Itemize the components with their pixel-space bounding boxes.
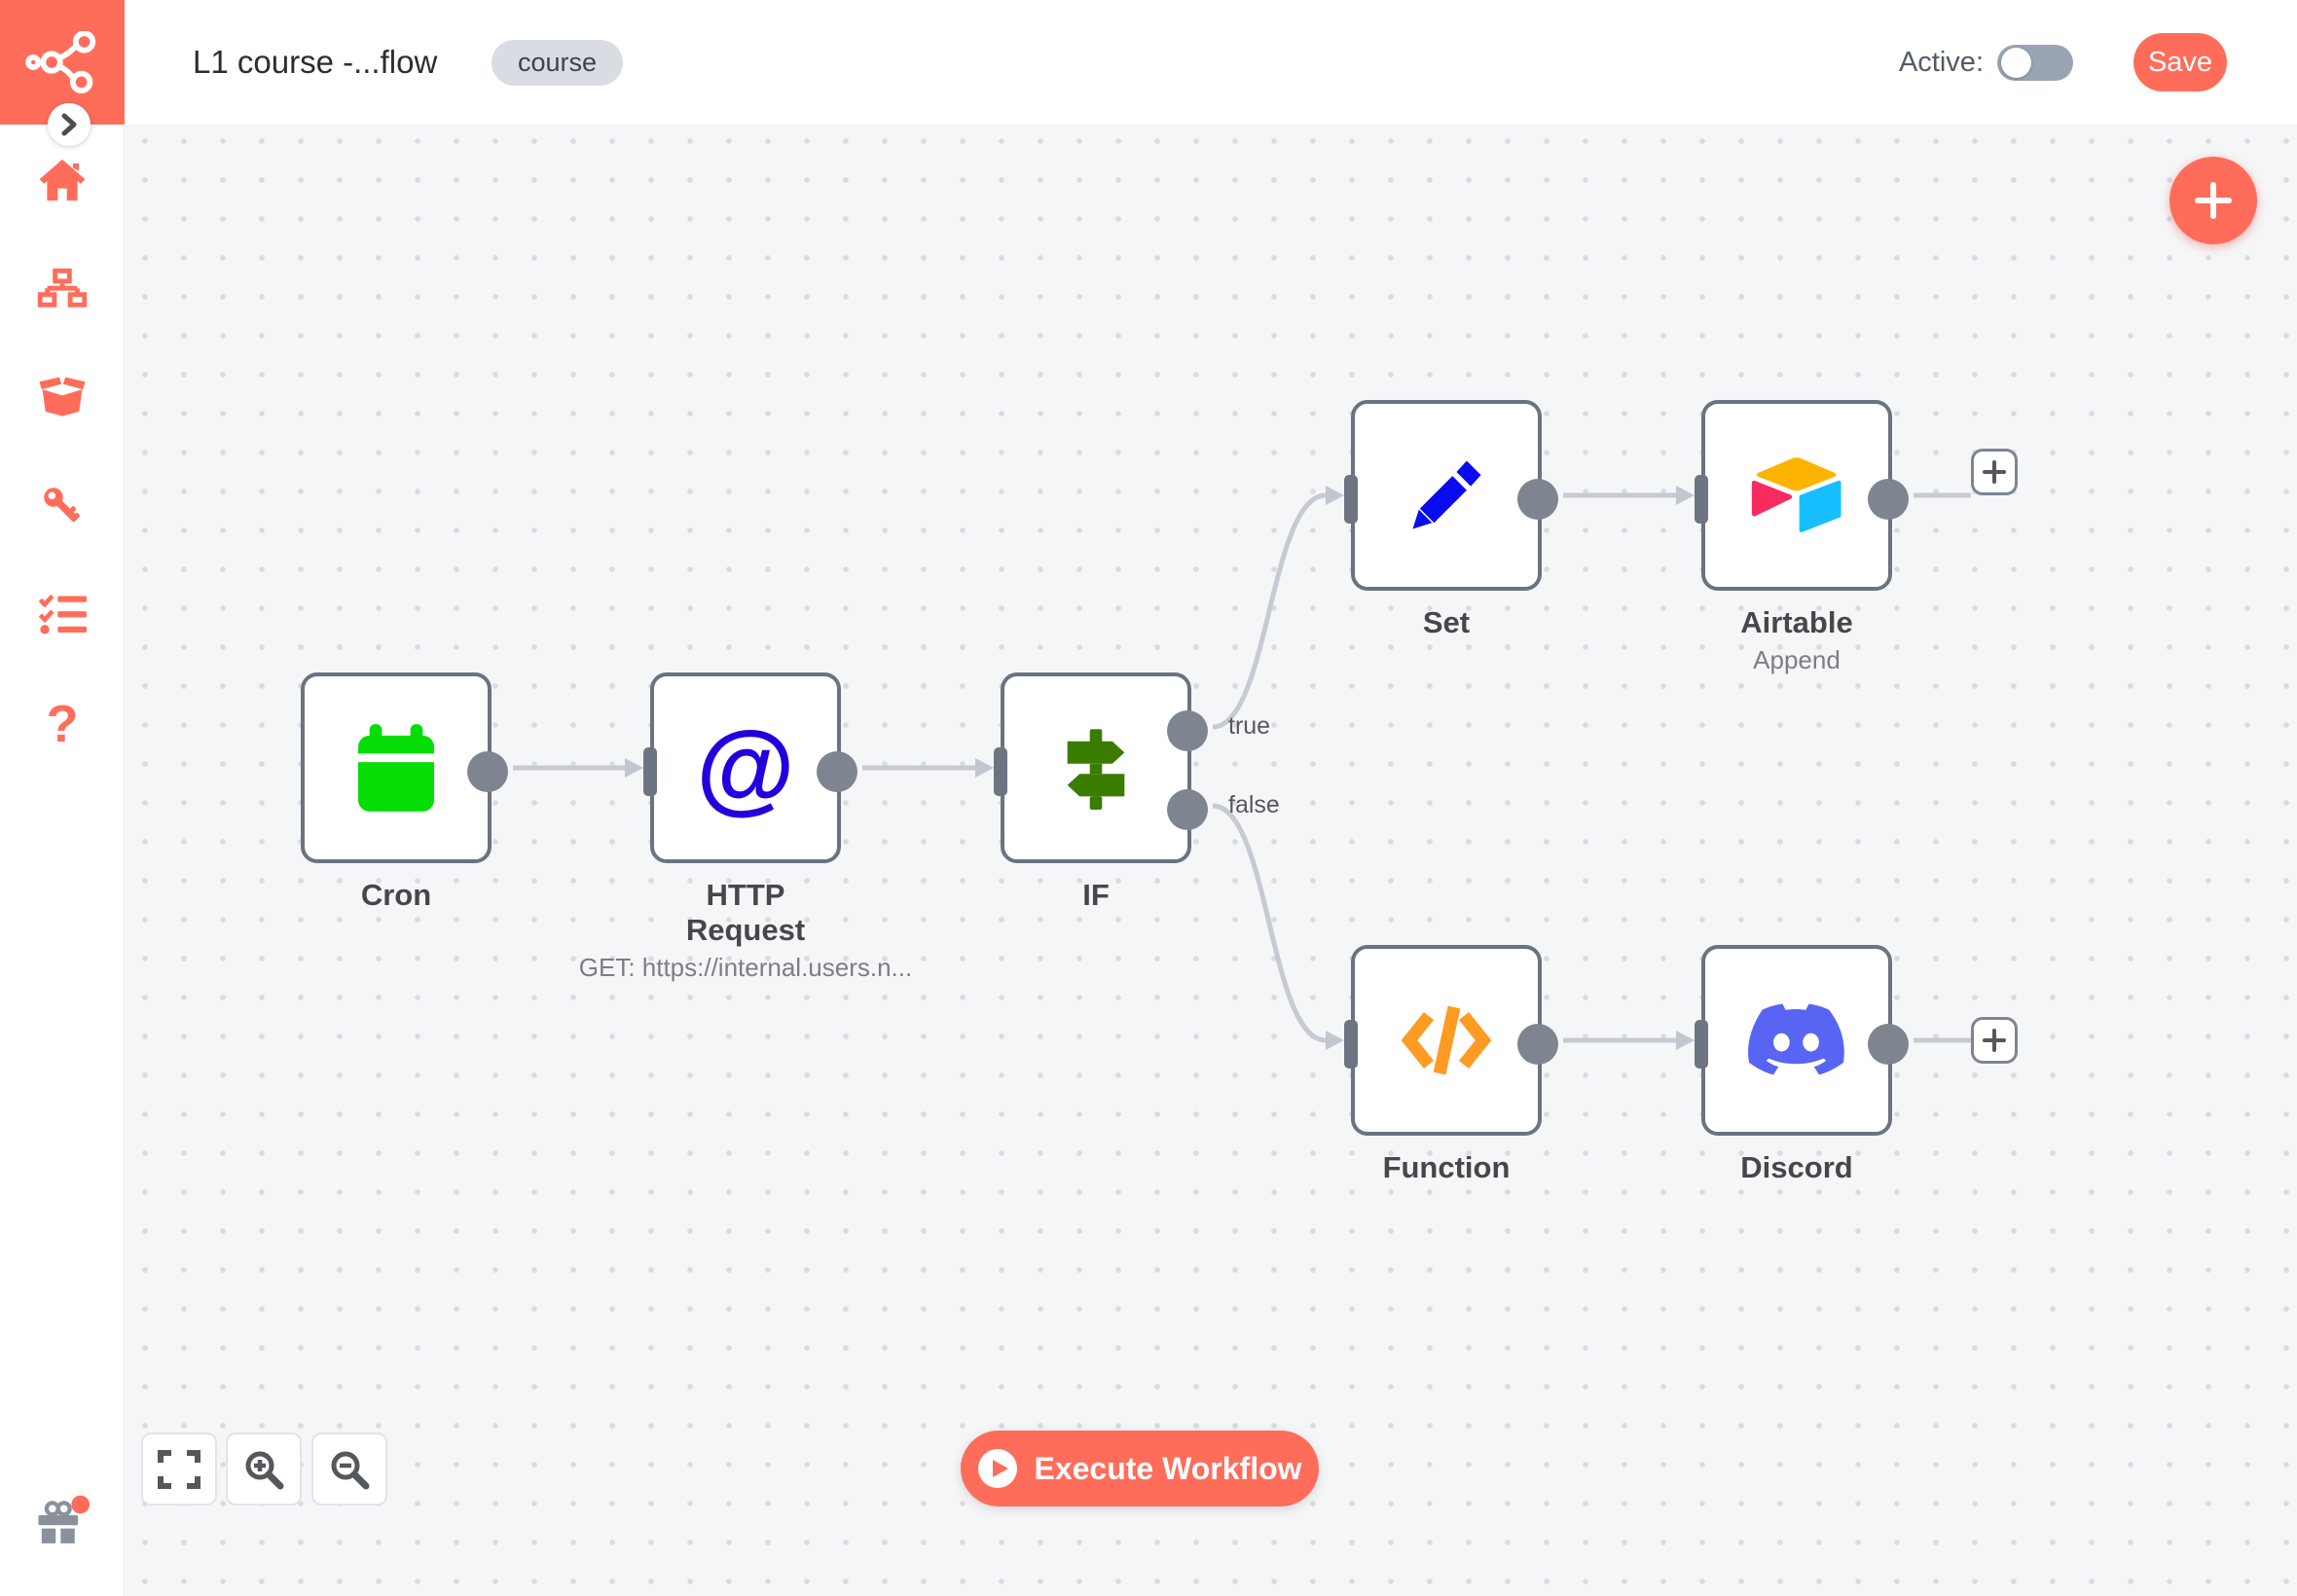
node-label: Set <box>1422 605 1471 639</box>
node-function[interactable]: Function <box>1344 945 1558 1185</box>
sidebar-item-help[interactable]: ? <box>0 693 125 755</box>
airtable-logo-icon <box>1751 457 1841 532</box>
zoom-in-button[interactable] <box>226 1433 302 1505</box>
sidebar-item-home[interactable] <box>0 149 125 211</box>
workflow-canvas[interactable]: Cron @ HTTP Request GET: https://interna… <box>125 125 2297 1596</box>
key-icon <box>44 488 80 523</box>
gift-icon <box>38 1495 90 1543</box>
plus-icon <box>2195 182 2232 219</box>
sidebar-item-workflows[interactable] <box>0 258 125 320</box>
workflow-title[interactable]: L1 course -...flow <box>193 44 438 80</box>
node-set[interactable]: Set <box>1344 400 1558 640</box>
toggle-knob <box>2001 47 2031 78</box>
if-false-label: false <box>1228 791 1280 818</box>
output-port-discord[interactable] <box>1868 1024 1909 1065</box>
node-set-box[interactable] <box>1344 400 1558 591</box>
active-label: Active: <box>1898 46 1984 78</box>
input-port-if <box>994 747 1007 796</box>
output-port-http[interactable] <box>817 751 857 792</box>
output-port-function[interactable] <box>1517 1024 1558 1065</box>
node-label: Discord <box>1740 1150 1853 1184</box>
at-sign-icon: @ <box>696 711 795 824</box>
node-airtable-box[interactable] <box>1695 400 1909 591</box>
output-port-if-false[interactable] <box>1167 789 1208 830</box>
node-if-box[interactable] <box>994 672 1208 863</box>
input-port-function <box>1344 1020 1358 1069</box>
execute-workflow-label: Execute Workflow <box>1034 1450 1302 1486</box>
pencil-icon <box>1412 460 1481 529</box>
workflow-tag-badge[interactable]: course <box>492 40 624 86</box>
code-icon <box>1401 1005 1492 1075</box>
node-label: IF <box>1082 878 1110 912</box>
node-discord[interactable]: Discord <box>1695 945 1909 1185</box>
zoom-out-button[interactable] <box>311 1433 387 1505</box>
node-label: Function <box>1382 1150 1511 1184</box>
node-subtitle: GET: https://internal.users.n... <box>578 953 913 982</box>
notification-dot <box>71 1495 90 1514</box>
connection-if-true-set <box>1212 492 1327 730</box>
calendar-icon <box>358 724 434 812</box>
node-discord-box[interactable] <box>1695 945 1909 1136</box>
zoom-in-icon <box>245 1451 284 1489</box>
save-button[interactable]: Save <box>2133 33 2227 91</box>
node-http-request[interactable]: @ HTTP Request GET: https://internal.use… <box>579 672 912 983</box>
plus-icon <box>1983 460 2006 484</box>
node-label: Cron <box>360 878 432 912</box>
plus-icon <box>1983 1029 2006 1052</box>
home-icon <box>39 159 86 201</box>
header-bar: L1 course -...flow course Active: Save <box>0 0 2297 125</box>
sidebar-item-whats-new[interactable] <box>0 1490 125 1552</box>
zoom-to-fit-button[interactable] <box>141 1433 217 1505</box>
n8n-logo-icon <box>25 31 96 93</box>
discord-logo-icon <box>1748 1003 1844 1075</box>
sidebar-expand-button[interactable] <box>48 103 91 146</box>
add-node-after-airtable-button[interactable] <box>1971 449 2018 495</box>
signpost-icon <box>1067 729 1125 810</box>
sidebar-item-executions[interactable] <box>0 584 125 646</box>
question-mark-icon: ? <box>46 695 79 753</box>
if-true-label: true <box>1228 712 1271 740</box>
node-label: HTTP Request <box>685 878 806 947</box>
node-label: Airtable <box>1740 605 1853 639</box>
add-node-button[interactable] <box>2169 157 2257 244</box>
node-http-box[interactable]: @ <box>643 672 857 863</box>
node-cron-box[interactable] <box>301 672 508 863</box>
input-port-airtable <box>1695 475 1708 524</box>
sidebar-item-templates[interactable] <box>0 366 125 428</box>
node-if[interactable]: IF <box>994 672 1208 913</box>
connection-if-false-function <box>1212 803 1327 1043</box>
sidebar: ? <box>0 125 125 1596</box>
input-port-set <box>1344 475 1358 524</box>
output-port-set[interactable] <box>1517 479 1558 520</box>
output-port-cron[interactable] <box>467 751 508 792</box>
active-toggle[interactable] <box>1997 44 2073 81</box>
node-airtable[interactable]: Airtable Append <box>1695 400 1909 675</box>
list-check-icon <box>38 594 87 635</box>
input-port-discord <box>1695 1020 1708 1069</box>
sidebar-item-credentials[interactable] <box>0 475 125 537</box>
output-port-if-true[interactable] <box>1167 710 1208 751</box>
play-circle-icon <box>978 1449 1018 1488</box>
workflows-icon <box>37 268 88 308</box>
node-subtitle: Append <box>1753 645 1841 674</box>
node-cron[interactable]: Cron <box>301 672 508 913</box>
add-node-after-discord-button[interactable] <box>1971 1017 2018 1064</box>
execute-workflow-button[interactable]: Execute Workflow <box>961 1431 1319 1506</box>
zoom-to-fit-icon <box>158 1449 201 1489</box>
zoom-out-icon <box>331 1451 370 1489</box>
node-function-box[interactable] <box>1344 945 1558 1136</box>
input-port-http <box>643 747 657 796</box>
chevron-right-icon <box>61 113 77 136</box>
open-box-icon <box>39 377 86 417</box>
output-port-airtable[interactable] <box>1868 479 1909 520</box>
header-actions: Active: Save <box>1899 0 2227 125</box>
